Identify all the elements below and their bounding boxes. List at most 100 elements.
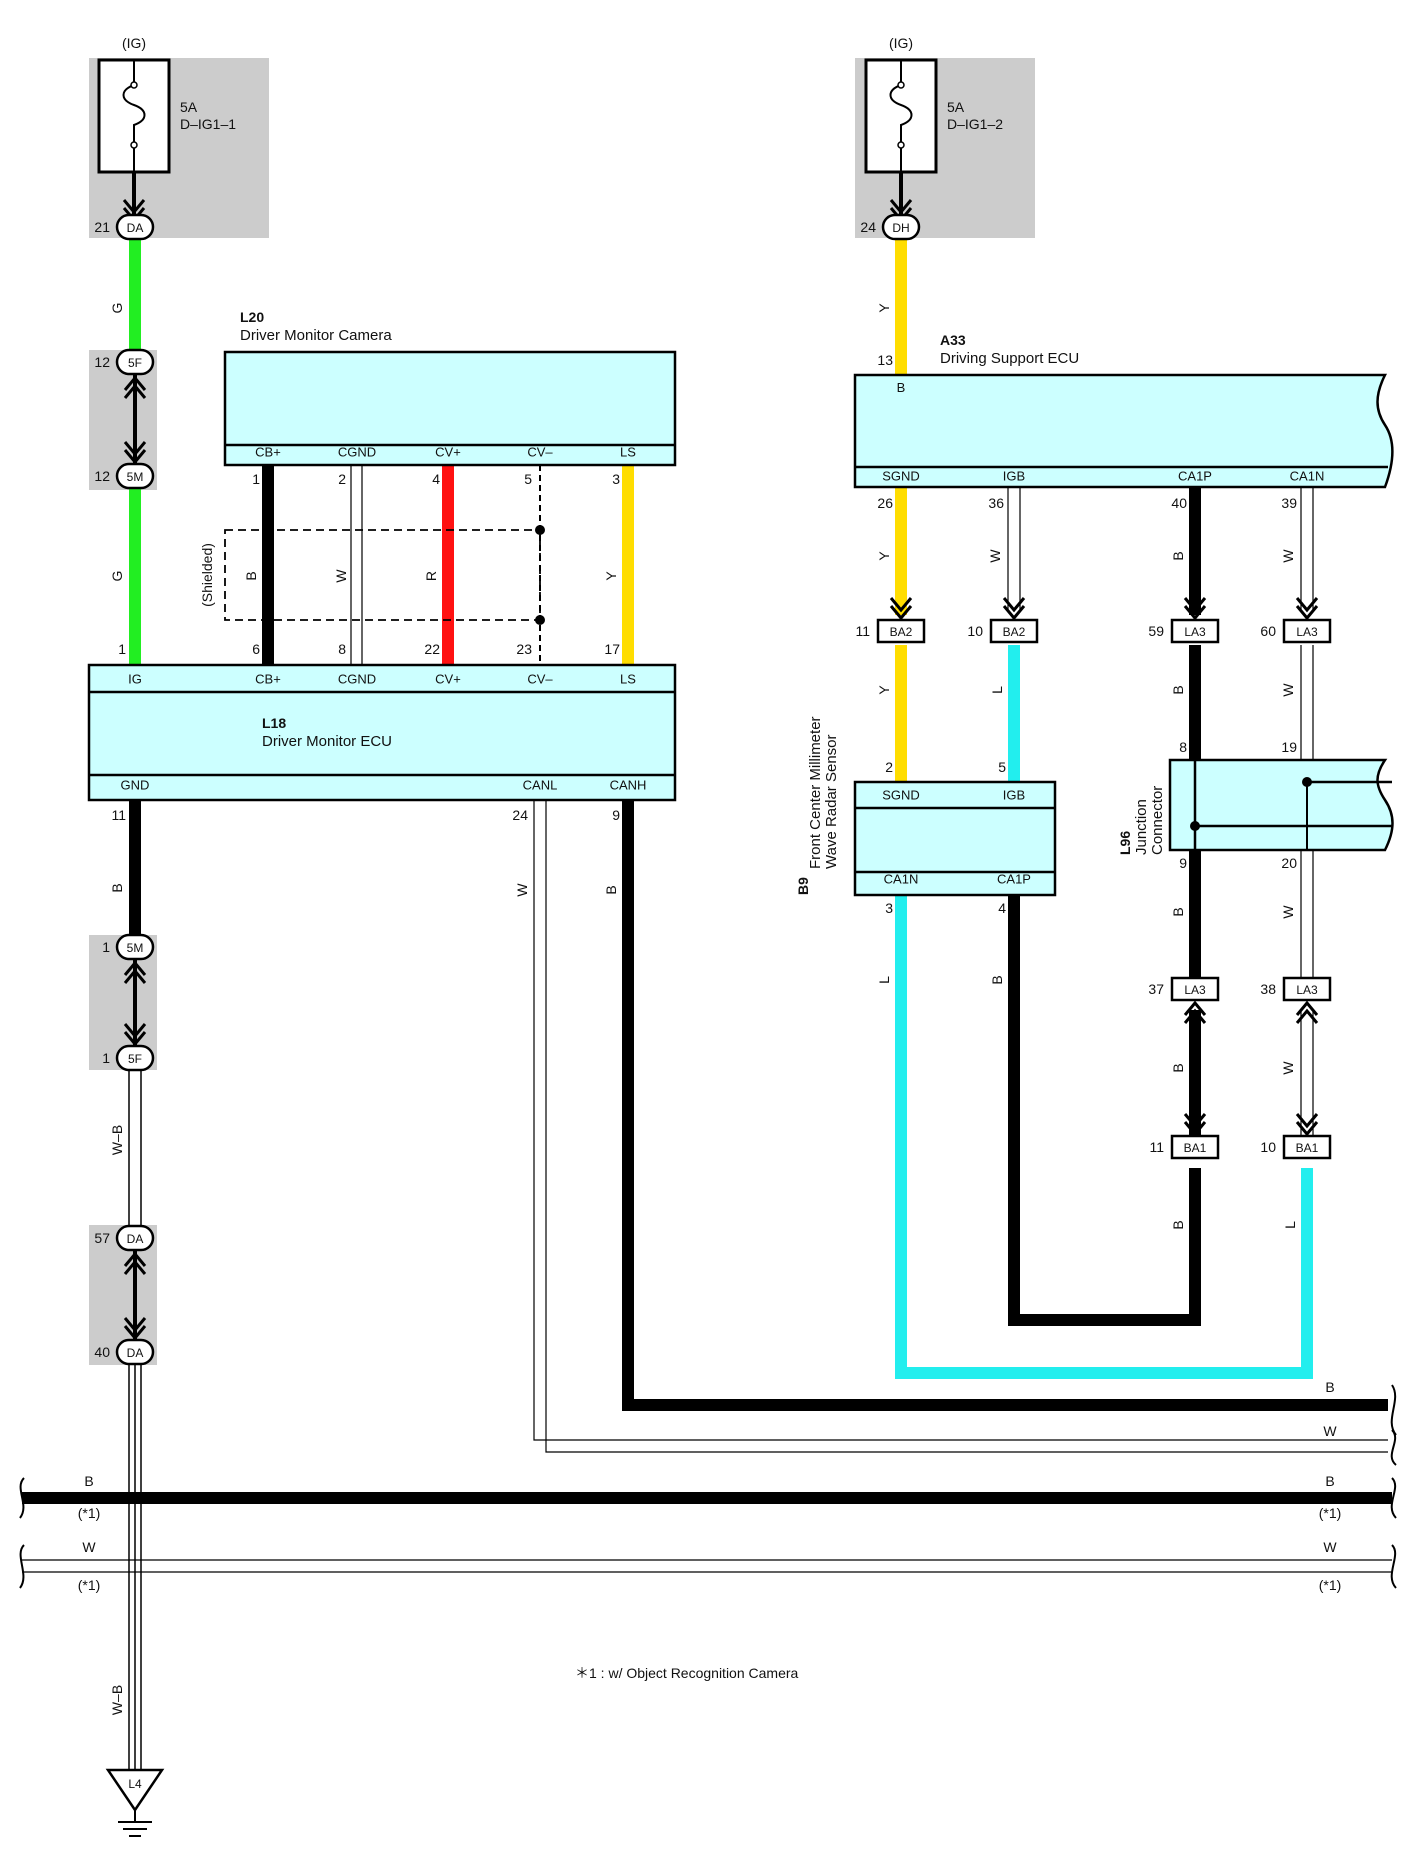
wire-label-dh-y: Y [876,303,892,313]
svg-text:BA2: BA2 [1003,625,1026,639]
fuse-2-name: D–IG1–2 [947,116,1003,132]
wire-label-cam-w: W [333,569,349,583]
wire-label-g2: G [109,571,125,582]
a33-pin-26: 26 [877,495,893,511]
conn-5m-1: 5M 1 [102,933,155,961]
l18-box [87,663,677,802]
l18-code: L18 [262,715,286,731]
wire-canl-w-a [533,800,1388,1441]
a33-code: A33 [940,332,966,348]
l96-dot-top [1302,777,1312,787]
svg-text:24: 24 [860,219,876,235]
conn-5f-1: 5F 1 [102,1044,155,1072]
svg-text:37: 37 [1148,981,1164,997]
l20-term-cv-minus: CV– [527,444,553,459]
svg-text:11: 11 [855,623,870,639]
b9-pin-4: 4 [998,900,1006,916]
wire-label-wb1: W–B [109,1125,125,1155]
svg-text:38: 38 [1260,981,1276,997]
svg-text:40: 40 [94,1344,110,1360]
l20-code: L20 [240,309,264,325]
svg-text:BA1: BA1 [1184,1141,1207,1155]
conn-ba2-11: BA2 11 [855,597,926,644]
l96-code: L96 [1117,831,1133,855]
l18-pin-6: 6 [252,641,260,657]
l18-pin-8: 8 [338,641,346,657]
wire-label-g1: G [109,303,125,314]
wire-label-ca1n-w: W [1280,549,1296,563]
svg-text:DH: DH [892,221,909,235]
wire-label-sgnd-y: Y [876,551,892,561]
b9-code: B9 [795,877,811,895]
l96-box [1168,758,1394,852]
fuse-1-term-top [130,81,138,89]
a33-term-igb: IGB [1003,468,1025,483]
l18-pin-23: 23 [516,641,532,657]
break-right-1 [1390,1384,1397,1436]
l96-pin-19: 19 [1281,739,1297,755]
wire-label-ba1-b: B [1170,1220,1186,1229]
fuse-2-icon [889,60,913,172]
l20-term-cv-plus: CV+ [435,444,461,459]
svg-text:1: 1 [102,1050,110,1066]
l96-name-1: Junction [1133,799,1150,855]
shield-box [224,529,541,621]
wire-label-canl-w: W [514,883,530,897]
b9-pin-3: 3 [885,900,893,916]
l20-pin-4: 4 [432,471,440,487]
wire-label-la3-b: B [1170,685,1186,694]
conn-5f-12: 5F 12 [94,348,155,376]
svg-text:DA: DA [127,1232,144,1246]
a33-term-sgnd: SGND [882,468,920,483]
b9-pin-2: 2 [885,759,893,775]
l18-term-gnd: GND [121,777,150,792]
wire-label-cam-r: R [423,571,439,581]
l18-term-ig: IG [128,671,142,686]
svg-text:10: 10 [967,623,983,639]
bus-label-b-top: B [1325,1379,1334,1395]
bus-label-w-top: W [1323,1423,1337,1439]
b9-term-igb: IGB [1003,787,1025,802]
wire-label-ca1p-b: B [1170,551,1186,560]
conn-la3-38: LA3 38 [1260,976,1332,1024]
svg-text:21: 21 [94,219,110,235]
svg-text:11: 11 [1149,1139,1164,1155]
wire-label-ba1-l: L [1282,1221,1298,1229]
fuse-1-supply: (IG) [122,35,146,51]
bus-note-w-left: (*1) [78,1577,101,1593]
arrows-da57-da40 [123,1251,147,1341]
l18-term-ls: LS [620,671,636,686]
b9-name-1: Front Center Millimeter [807,716,824,869]
wire-label-ba2-l: L [989,686,1005,694]
l18-pin-24: 24 [512,807,528,823]
svg-text:5F: 5F [128,356,142,370]
b9-term-ca1p: CA1P [997,871,1031,886]
ground-l4: L4 [105,1768,165,1837]
bus-note-b-right: (*1) [1319,1505,1342,1521]
svg-text:LA3: LA3 [1184,625,1206,639]
fuse-2-term-bottom [897,141,905,149]
svg-text:59: 59 [1148,623,1164,639]
bus-label-w-left: W [82,1539,96,1555]
svg-text:LA3: LA3 [1296,625,1318,639]
wire-label-la3-w: W [1280,683,1296,697]
svg-text:L4: L4 [128,1777,142,1791]
b9-box [853,780,1057,897]
arrows-5m-5f-1 [123,960,147,1047]
arrows-5f-5m-12 [123,375,147,465]
svg-text:LA3: LA3 [1296,983,1318,997]
a33-term-ca1n: CA1N [1290,468,1325,483]
svg-text:BA1: BA1 [1296,1141,1319,1155]
svg-text:60: 60 [1260,623,1276,639]
break-right-4 [1390,1544,1397,1589]
a33-pin-39: 39 [1281,495,1297,511]
l96-pin-9: 9 [1179,855,1187,871]
wire-loop-b [1008,895,1201,1326]
break-left-w [19,1544,25,1589]
l20-pin-1: 1 [252,471,260,487]
l18-pin-1: 1 [118,641,126,657]
svg-text:12: 12 [94,468,110,484]
l20-term-ls: LS [620,444,636,459]
bus-note-b-left: (*1) [78,1505,101,1521]
